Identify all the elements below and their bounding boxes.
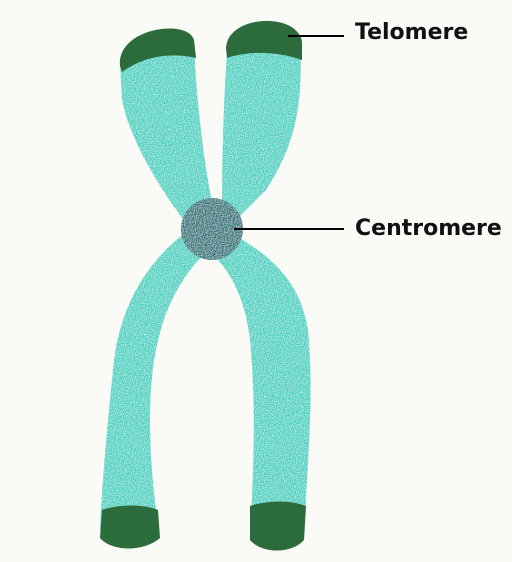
chromatid-arm-upper-left <box>120 37 214 228</box>
telomere-cap-lower-left <box>100 506 160 549</box>
chromatid-arm-lower-right <box>212 236 311 543</box>
telomere-label: Telomere <box>355 22 468 44</box>
chromatid-arm-lower-left <box>100 232 206 538</box>
centromere-label: Centromere <box>355 218 502 240</box>
centromere <box>181 198 243 260</box>
telomere-cap-lower-right <box>250 502 306 551</box>
